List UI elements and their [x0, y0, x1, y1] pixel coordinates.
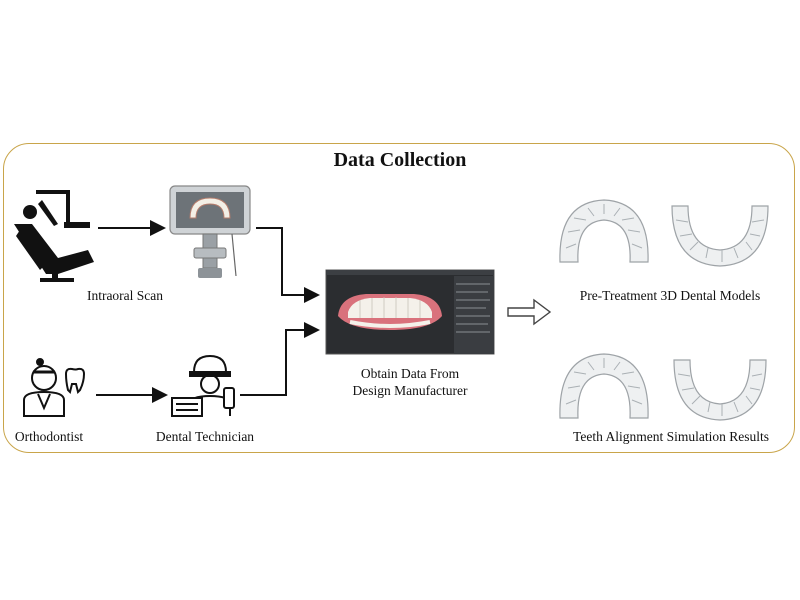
label-simulation-results: Teeth Alignment Simulation Results: [573, 429, 769, 444]
label-intraoral-scan: Intraoral Scan: [86, 288, 164, 303]
arrow-scanner-to-software: [256, 227, 320, 303]
pre-treatment-upper-arch-model: [559, 199, 649, 263]
intraoral-scanner-icon: [169, 185, 251, 278]
design-software-screenshot: [325, 269, 495, 355]
dental-technician-icon: [171, 354, 235, 417]
simulation-lower-arch-model: [673, 359, 767, 421]
arrow-technician-to-software: [240, 322, 320, 396]
diagram-title: Data Collection: [333, 149, 467, 171]
label-pre-treatment: Pre-Treatment 3D Dental Models: [579, 288, 761, 303]
label-obtain-data-line2: Design Manufacturer: [352, 383, 468, 398]
hollow-arrow-to-models: [507, 298, 552, 326]
label-obtain-data-line1: Obtain Data From: [360, 366, 460, 381]
simulation-upper-arch-model: [559, 353, 649, 419]
label-dental-technician: Dental Technician: [155, 429, 255, 444]
dental-chair-icon: [14, 190, 94, 282]
connectors: [96, 220, 320, 403]
label-orthodontist: Orthodontist: [14, 429, 84, 444]
pre-treatment-lower-arch-model: [671, 205, 769, 267]
orthodontist-icon: [23, 358, 86, 417]
